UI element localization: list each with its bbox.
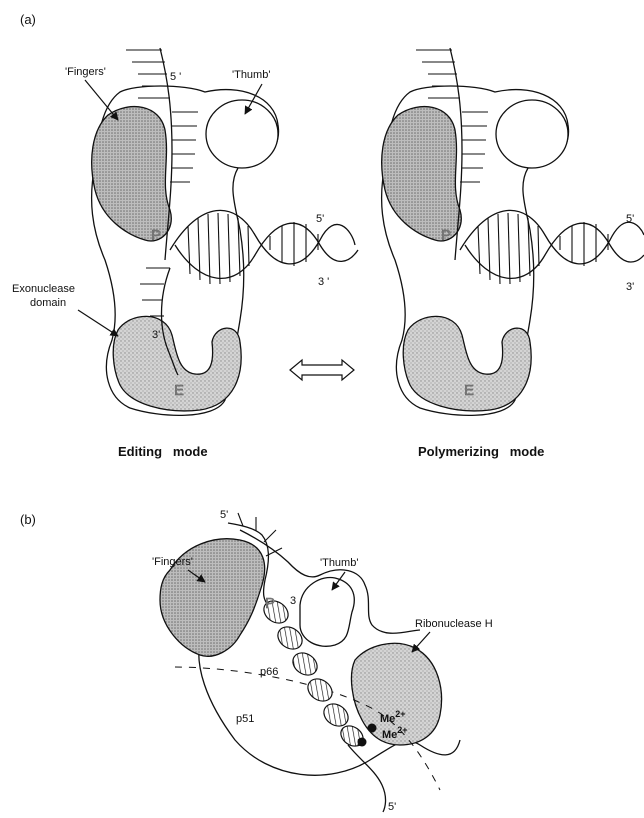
rt-p66-label: p66 (260, 666, 278, 678)
editing-fingers-arrow (85, 80, 118, 120)
editing-exonuclease-label-2: domain (30, 297, 66, 309)
editing-thumb-domain (206, 100, 278, 168)
editing-exonuclease-arrow (78, 310, 118, 336)
editing-mode-diagram: 'Fingers' 'Thumb' Exonuclease domain 5 '… (12, 48, 358, 459)
rt-thumb-label: 'Thumb' (320, 557, 358, 569)
rt-p51-label: p51 (236, 713, 254, 725)
editing-mode-label: Editing mode (118, 444, 208, 459)
editing-five-prime-right: 5' (316, 213, 324, 225)
polymerizing-mode-diagram: 5' 3' P E Polymerizing mode (382, 48, 644, 459)
polymerizing-three-prime-right: 3' (626, 281, 634, 293)
polymerizing-five-prime-right: 5' (626, 213, 634, 225)
polymerizing-site-p: P (441, 227, 451, 244)
editing-fingers-label: 'Fingers' (65, 66, 106, 78)
rt-three-prime-top: 3 (290, 595, 296, 607)
rt-diagram: 5' 'Fingers' 3 P 'Thumb' Ribonuclease H … (152, 509, 493, 813)
rt-five-prime-bottom: 5' (388, 801, 396, 813)
editing-fingers-domain (92, 107, 172, 241)
rt-metal-ion-1 (368, 724, 377, 733)
polymerizing-mode-label: Polymerizing mode (418, 444, 544, 459)
polymerizing-thumb-domain (496, 100, 568, 168)
editing-site-e: E (174, 382, 184, 399)
rt-fingers-label: 'Fingers' (152, 556, 193, 568)
polymerizing-fingers-domain (382, 107, 462, 241)
editing-exonuclease-label-1: Exonuclease (12, 283, 75, 295)
rt-primer-strand-bottom (348, 745, 386, 812)
polymerizing-site-e: E (464, 382, 474, 399)
editing-three-prime-inner: 3' (152, 329, 160, 341)
polymerizing-helix-lower (465, 223, 644, 278)
editing-five-prime-top: 5 ' (170, 71, 181, 83)
rt-site-p: P (265, 595, 275, 612)
rt-five-prime-top: 5' (220, 509, 228, 521)
editing-site-p: P (151, 227, 161, 244)
rt-rnase-label: Ribonuclease H (415, 618, 493, 630)
rt-three-prime-bottom: 3' (357, 737, 365, 749)
editing-three-prime-right: 3 ' (318, 276, 329, 288)
mode-switch-double-arrow (290, 360, 354, 380)
panel-b-label: (b) (20, 512, 36, 527)
editing-thumb-label: 'Thumb' (232, 69, 270, 81)
editing-primer-ticks (140, 268, 170, 316)
panel-a-label: (a) (20, 12, 36, 27)
rt-thumb-domain (300, 577, 354, 646)
rt-rnase-arrow (412, 632, 430, 652)
